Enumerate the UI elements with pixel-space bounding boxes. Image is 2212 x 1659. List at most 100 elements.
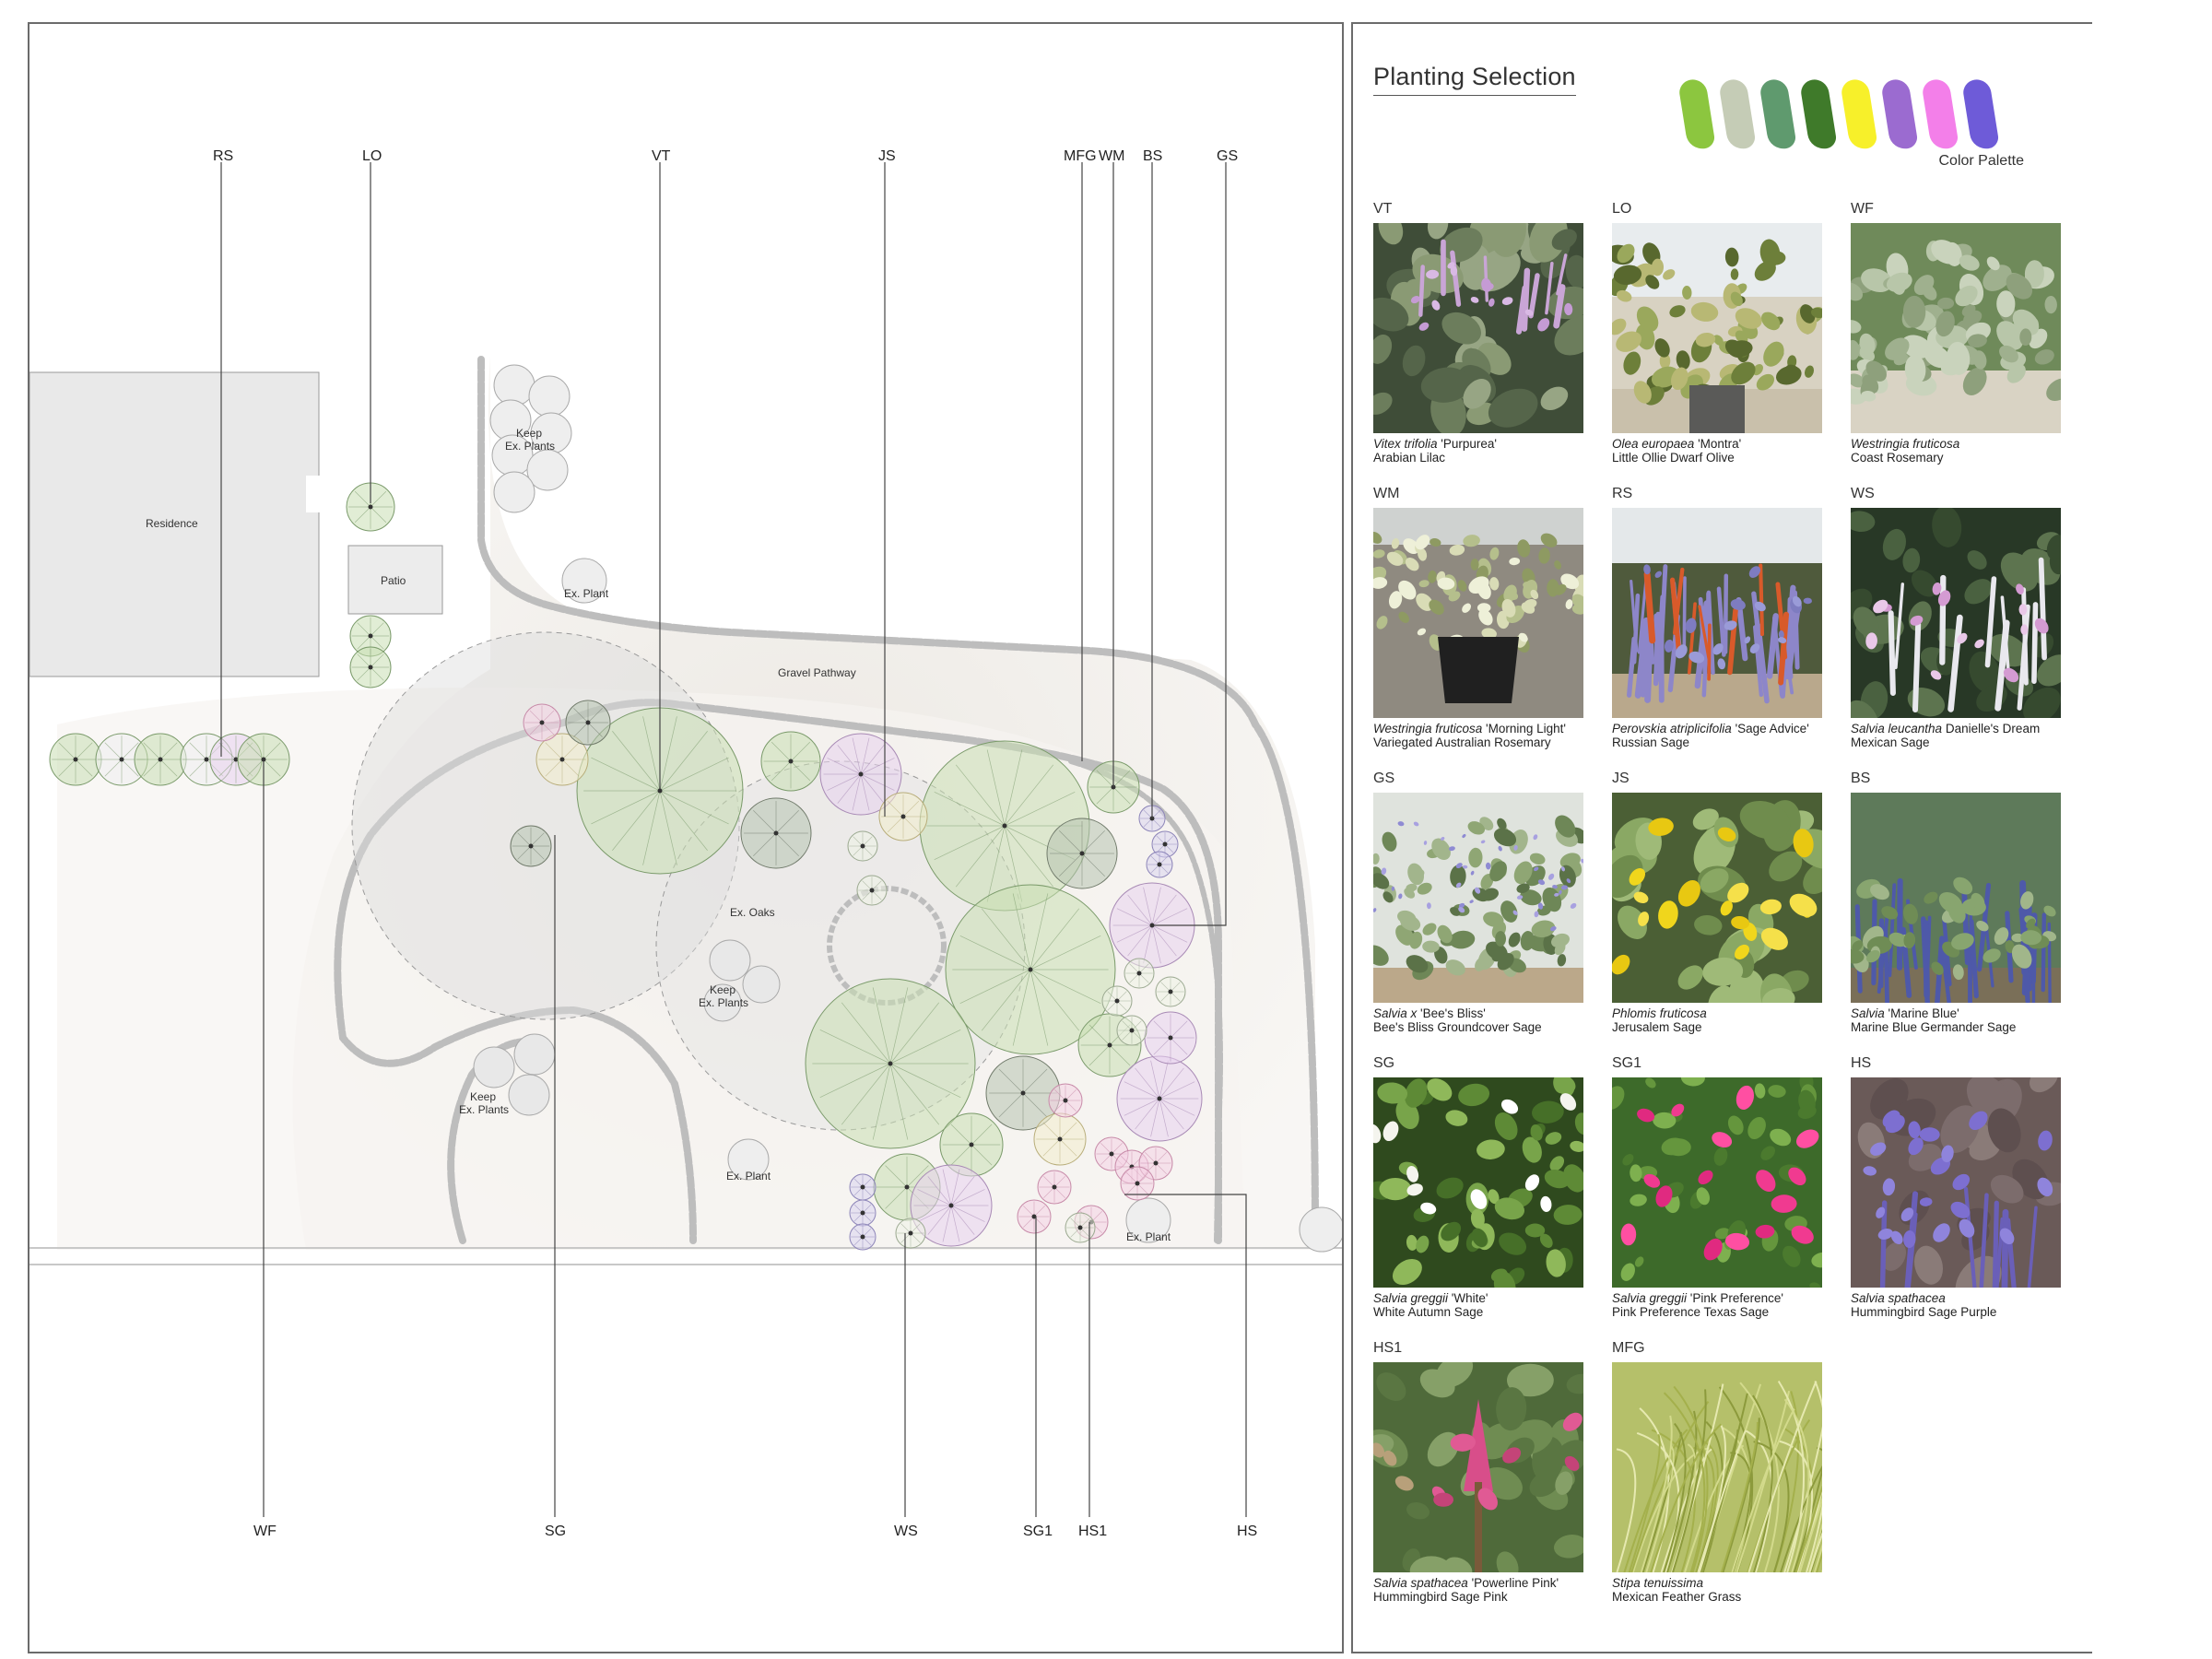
callout-gs: GS <box>1217 148 1238 164</box>
hedge-plant-symbol <box>49 733 102 786</box>
plant-latin-name: Olea europaea <box>1612 437 1695 451</box>
plant-code: JS <box>1612 771 1630 786</box>
plant-common-name: Mexican Feather Grass <box>1612 1590 1742 1604</box>
callout-sg1: SG1 <box>1023 1524 1053 1539</box>
plant-cultivar: 'Morning Light' <box>1482 722 1566 735</box>
keep-plants-label: Keep <box>470 1090 496 1103</box>
plant-latin-name: Salvia greggii <box>1612 1291 1688 1305</box>
plant-photo <box>1612 1362 1822 1572</box>
existing-plant: Ex. Plant <box>561 558 609 604</box>
pathway-edge-inner <box>560 699 1222 1244</box>
plant-photo <box>1851 1077 2061 1288</box>
shrub-symbol <box>510 825 552 867</box>
shrub-symbol <box>760 731 821 792</box>
shrub-symbol <box>939 1112 1004 1177</box>
plant-common-name: Arabian Lilac <box>1373 451 1446 465</box>
keep-plants-label: Ex. Plants <box>699 996 748 1009</box>
callout-wf: WF <box>253 1524 276 1539</box>
keep-plants-label: Ex. Plants <box>459 1103 509 1116</box>
plant-name: Westringia fruticosa 'Morning Light'Vari… <box>1373 722 1594 749</box>
palette-swatch <box>1718 77 1757 151</box>
pink-sage-symbol <box>1017 1199 1052 1234</box>
plant-code: RS <box>1612 486 1633 501</box>
plant-code: BS <box>1851 771 1871 786</box>
planting-selection-title: Planting Selection <box>1373 63 1576 96</box>
callout-bs: BS <box>1143 148 1162 164</box>
plant-name: Salvia greggii 'White'White Autumn Sage <box>1373 1291 1594 1319</box>
plant-code: HS1 <box>1373 1340 1403 1356</box>
plant-name: Perovskia atriplicifolia 'Sage Advice'Ru… <box>1612 722 1833 749</box>
plant-photo <box>1851 793 2061 1003</box>
grass-symbol <box>1065 1212 1096 1243</box>
shrub-symbol <box>985 1055 1061 1131</box>
plant-latin-name: Stipa tenuissima <box>1612 1576 1704 1590</box>
callout-sg: SG <box>545 1524 566 1539</box>
blue-sage-symbol <box>849 1199 877 1227</box>
plant-code: WM <box>1373 486 1400 501</box>
palette-swatch <box>1880 77 1919 151</box>
plant-common-name: Coast Rosemary <box>1851 451 1944 465</box>
color-palette-caption: Color Palette <box>1938 153 2025 169</box>
plant-photo <box>1851 508 2061 718</box>
plant-latin-name: Vitex trifolia <box>1373 437 1438 451</box>
plant-photo <box>1373 223 1583 433</box>
keep-plants-label: Keep <box>516 427 542 440</box>
residence-footprint <box>29 371 320 677</box>
plant-cultivar: 'Sage Advice' <box>1731 722 1809 735</box>
plant-latin-name: Salvia greggii <box>1373 1291 1449 1305</box>
plant-photo <box>1851 223 2061 433</box>
callout-hs: HS <box>1237 1524 1257 1539</box>
palette-swatch <box>1759 77 1797 151</box>
plant-common-name: Bee's Bliss Groundcover Sage <box>1373 1020 1542 1034</box>
plant-latin-name: Westringia fruticosa <box>1851 437 1960 451</box>
keep-existing-plants-group: Keep Ex. Plants <box>699 939 781 1022</box>
site-plan-panel: Residence Patio Gravel Pathway Ex. Oaks … <box>28 22 1344 1653</box>
svg-text:Ex. Plant: Ex. Plant <box>726 1170 771 1182</box>
palette-swatch <box>1840 77 1878 151</box>
plant-name: Olea europaea 'Montra'Little Ollie Dwarf… <box>1612 437 1833 465</box>
pink-sage-symbol <box>1037 1170 1072 1205</box>
grass-symbol <box>1101 985 1133 1017</box>
leader-line <box>1154 162 1227 926</box>
svg-text:Ex. Plant: Ex. Plant <box>1126 1230 1171 1243</box>
callout-rs: RS <box>213 148 233 164</box>
plant-photo <box>1373 1077 1583 1288</box>
plant-photo <box>1373 793 1583 1003</box>
plant-latin-name: Salvia spathacea <box>1373 1576 1468 1590</box>
sage-symbol <box>1144 1011 1197 1065</box>
jerusalem-sage-symbol <box>878 792 928 841</box>
blue-sage-symbol <box>849 1223 877 1251</box>
grass-symbol <box>1116 1015 1147 1046</box>
plant-latin-name: Salvia <box>1851 1006 1885 1020</box>
plant-code: WF <box>1851 201 1874 217</box>
pink-sage-symbol <box>1120 1166 1155 1201</box>
plant-code: WS <box>1851 486 1875 501</box>
shrub-symbol <box>740 797 812 869</box>
callout-vt: VT <box>652 148 671 164</box>
plant-cultivar: 'White' <box>1448 1291 1488 1305</box>
existing-plant: Ex. Plant <box>726 1138 771 1182</box>
plant-photo <box>1612 1077 1822 1288</box>
palette-swatch <box>1677 77 1716 151</box>
plant-latin-name: Salvia spathacea <box>1851 1291 1946 1305</box>
plant-code: MFG <box>1612 1340 1645 1356</box>
plant-latin-name: Westringia fruticosa <box>1373 722 1483 735</box>
pink-sage-symbol <box>523 703 561 742</box>
olive-symbol <box>346 482 395 532</box>
plant-code: LO <box>1612 201 1632 217</box>
plant-cultivar: 'Bee's Bliss' <box>1417 1006 1486 1020</box>
olive-symbol <box>349 646 392 688</box>
plant-photo <box>1612 223 1822 433</box>
plant-name: Vitex trifolia 'Purpurea'Arabian Lilac <box>1373 437 1594 465</box>
